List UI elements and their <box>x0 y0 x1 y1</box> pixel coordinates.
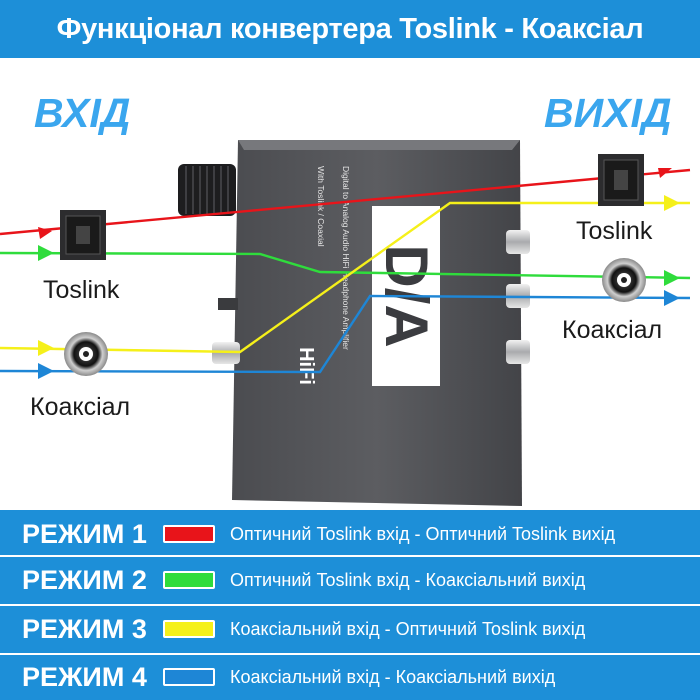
toslink-input-port-icon <box>60 210 106 260</box>
mode-label: РЕЖИМ 2 <box>22 564 147 595</box>
legend-row-mode-4: РЕЖИМ 4 Коаксіальний вхід - Коаксіальний… <box>0 659 700 695</box>
signal-line-mode-1 <box>0 168 691 236</box>
converter-device: D/A HiFi Digital to Analog Audio HiFi He… <box>178 140 530 506</box>
mode-color-swatch <box>163 571 215 589</box>
legend-divider <box>0 555 700 557</box>
arrow-icon <box>38 168 680 379</box>
arrow-mode-2-out <box>664 270 680 286</box>
mode-description: Оптичний Toslink вхід - Оптичний Toslink… <box>230 523 616 544</box>
mode-description: Коаксіальний вхід - Коаксіальний вихід <box>230 666 556 687</box>
device-rca-left-icon <box>212 342 240 364</box>
coax-input-port-icon <box>64 332 108 376</box>
legend-divider <box>0 604 700 606</box>
diagram-canvas: D/A HiFi Digital to Analog Audio HiFi He… <box>0 140 691 506</box>
legend-row-mode-2: РЕЖИМ 2 Оптичний Toslink вхід - Коаксіал… <box>0 562 700 598</box>
output-heading: ВИХІД <box>544 90 672 136</box>
mode-label: РЕЖИМ 3 <box>22 613 147 644</box>
arrow-mode-4-out <box>664 290 680 306</box>
arrow-mode-1-in <box>38 227 52 239</box>
mode-description: Оптичний Toslink вхід - Коаксіальний вих… <box>230 569 586 590</box>
mode-label: РЕЖИМ 1 <box>22 518 147 549</box>
volume-knob-icon <box>178 164 236 216</box>
page-title: Функціонал конвертера Toslink - Коаксіал <box>56 12 644 45</box>
title-banner: Функціонал конвертера Toslink - Коаксіал <box>0 0 700 58</box>
coax-output-port-icon <box>602 258 646 302</box>
signal-line-mode-2 <box>0 251 691 280</box>
mode-color-swatch <box>163 525 215 543</box>
device-brand: HiFi <box>295 347 317 385</box>
mode-color-swatch <box>163 620 215 638</box>
input-coax-label: Коаксіал <box>30 393 131 421</box>
arrow-mode-4-in <box>38 363 54 379</box>
mode-description: Коаксіальний вхід - Оптичний Toslink вих… <box>230 618 586 639</box>
mode-label: РЕЖИМ 4 <box>22 661 147 692</box>
legend-divider <box>0 653 700 655</box>
arrow-mode-3-in <box>38 340 54 356</box>
arrow-mode-3-out <box>664 195 680 211</box>
device-rca-right-icon <box>506 230 530 364</box>
arrow-mode-1-out <box>658 168 672 178</box>
signal-diagram: D/A HiFi Digital to Analog Audio HiFi He… <box>0 58 700 510</box>
device-caption-2: With Toslink / Coaxial <box>316 166 326 247</box>
legend-row-mode-1: РЕЖИМ 1 Оптичний Toslink вхід - Оптичний… <box>0 516 700 552</box>
legend-row-mode-3: РЕЖИМ 3 Коаксіальний вхід - Оптичний Tos… <box>0 611 700 647</box>
input-heading: ВХІД <box>34 90 131 136</box>
output-toslink-label: Toslink <box>576 217 653 245</box>
signal-line-mode-3 <box>0 201 690 354</box>
mode-color-swatch <box>163 668 215 686</box>
arrow-mode-2-in <box>38 245 54 261</box>
signal-line-mode-4 <box>0 294 691 374</box>
device-caption-1: Digital to Analog Audio HiFi Headphone A… <box>341 166 351 350</box>
device-side-notch <box>218 298 238 310</box>
input-toslink-label: Toslink <box>43 276 120 304</box>
output-coax-label: Коаксіал <box>562 316 663 344</box>
toslink-output-port-icon <box>598 154 644 206</box>
device-top-edge <box>238 140 520 150</box>
modes-legend: РЕЖИМ 1 Оптичний Toslink вхід - Оптичний… <box>0 510 700 700</box>
